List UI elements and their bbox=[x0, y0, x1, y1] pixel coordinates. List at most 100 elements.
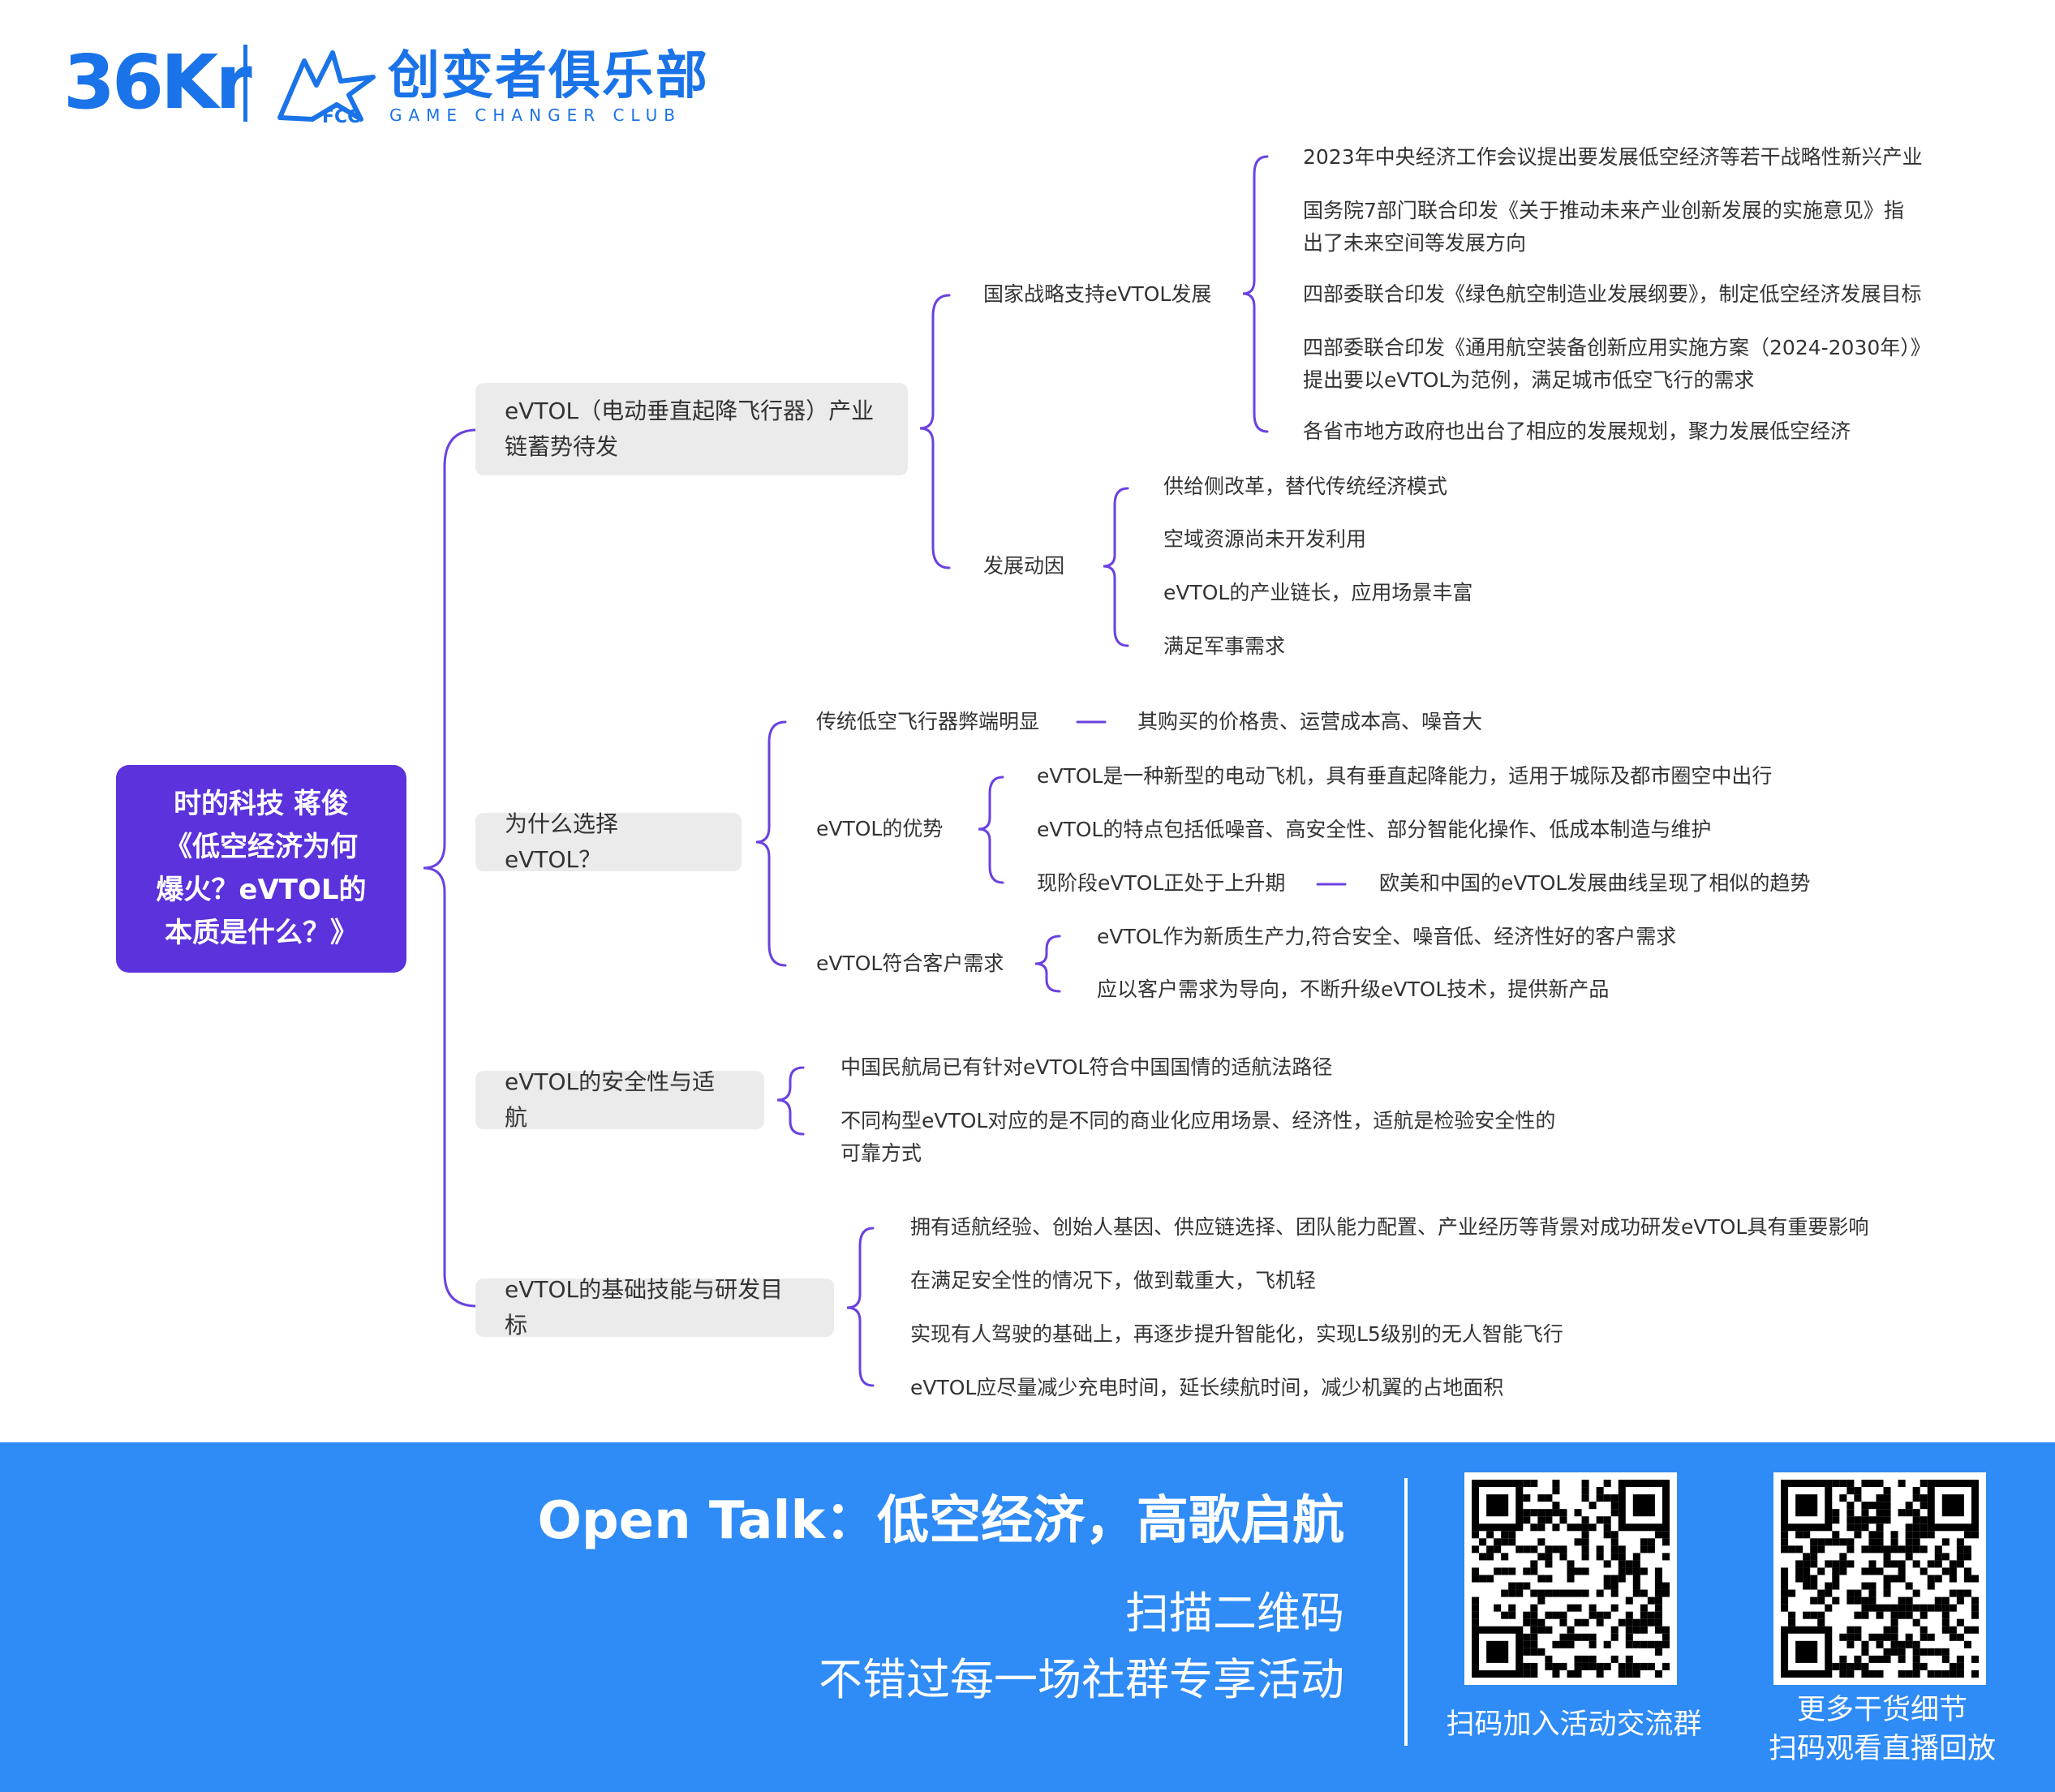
qr-module bbox=[1861, 1648, 1869, 1656]
36kr-logo: 36Kr bbox=[63, 39, 252, 126]
qr-module bbox=[1610, 1538, 1619, 1546]
root-line-2: 《低空经济为何 bbox=[164, 831, 358, 863]
qr-module bbox=[1596, 1487, 1604, 1495]
branch-label-line: eVTOL的基础技能与研发目标 bbox=[505, 1276, 784, 1339]
qr-module bbox=[1654, 1626, 1662, 1634]
qr-module bbox=[1781, 1596, 1789, 1605]
qr-module bbox=[1890, 1648, 1898, 1656]
qr-module bbox=[1876, 1502, 1884, 1510]
qr-module bbox=[1781, 1582, 1789, 1590]
qr-module bbox=[1839, 1494, 1847, 1502]
qr-module bbox=[1640, 1589, 1648, 1597]
qr-module bbox=[1486, 1531, 1494, 1539]
qr-module bbox=[1803, 1582, 1811, 1590]
qr-module bbox=[1589, 1633, 1597, 1641]
qr-module bbox=[1647, 1545, 1655, 1553]
qr-module bbox=[1963, 1567, 1971, 1575]
qr-module bbox=[1854, 1626, 1862, 1634]
qr-module bbox=[1941, 1670, 1950, 1678]
qr-module bbox=[1934, 1560, 1942, 1568]
qr-module bbox=[1472, 1545, 1480, 1553]
qr-module bbox=[1912, 1516, 1920, 1524]
qr-module bbox=[1610, 1626, 1619, 1634]
qr-module bbox=[1537, 1626, 1546, 1634]
qr-finder bbox=[1632, 1494, 1655, 1517]
qr-module bbox=[1552, 1523, 1560, 1532]
qr-module bbox=[1971, 1670, 1979, 1678]
qr-module bbox=[1839, 1633, 1847, 1641]
qr-module bbox=[1781, 1538, 1789, 1546]
qr-module bbox=[1479, 1575, 1487, 1583]
qr-module bbox=[1610, 1589, 1619, 1597]
qr-module bbox=[1654, 1531, 1662, 1539]
qr-module bbox=[1941, 1553, 1950, 1561]
qr-module bbox=[1647, 1538, 1655, 1546]
qr-module bbox=[1603, 1531, 1611, 1539]
qr-module bbox=[1963, 1575, 1971, 1583]
qr-module bbox=[1559, 1662, 1567, 1670]
qr-module bbox=[1890, 1604, 1898, 1612]
qr-module bbox=[1545, 1553, 1553, 1561]
qr-module bbox=[1567, 1670, 1575, 1678]
branch-rd-goals: eVTOL的基础技能与研发目标 bbox=[475, 1276, 834, 1339]
qr-module bbox=[1941, 1567, 1950, 1575]
qr-module bbox=[1662, 1662, 1670, 1670]
qr-module bbox=[1625, 1560, 1633, 1568]
qr-module bbox=[1632, 1589, 1640, 1597]
qr-module bbox=[1632, 1560, 1640, 1568]
qr-module bbox=[1898, 1670, 1906, 1678]
qr-module bbox=[1883, 1553, 1891, 1561]
qr-module bbox=[1905, 1545, 1913, 1553]
qr-module bbox=[1530, 1611, 1538, 1619]
leaf-advantage-3: 现阶段eVTOL正处于上升期 bbox=[1037, 871, 1286, 895]
qr-module bbox=[1876, 1545, 1884, 1553]
qr-module bbox=[1846, 1487, 1855, 1495]
qr-module bbox=[1567, 1626, 1575, 1634]
qr-module bbox=[1596, 1494, 1604, 1502]
qr-module bbox=[1530, 1509, 1538, 1517]
qr-module bbox=[1486, 1575, 1494, 1583]
qr-module bbox=[1596, 1516, 1604, 1524]
qr-module bbox=[1662, 1626, 1670, 1634]
qr-module bbox=[1941, 1538, 1950, 1546]
qr-module bbox=[1854, 1596, 1862, 1605]
qr-finder bbox=[1486, 1640, 1509, 1663]
qr-module bbox=[1508, 1531, 1516, 1539]
qr-module bbox=[1501, 1611, 1509, 1619]
qr-module bbox=[1523, 1509, 1531, 1517]
qr-module bbox=[1832, 1509, 1840, 1517]
qr-module bbox=[1846, 1545, 1855, 1553]
qr-module bbox=[1920, 1604, 1928, 1612]
leaf-safety-2: 不同构型eVTOL对应的是不同的商业化应用场景、经济性，适航是检验安全性的 可靠… bbox=[840, 1105, 1555, 1170]
qr-module bbox=[1788, 1618, 1796, 1627]
qr-module bbox=[1949, 1633, 1957, 1641]
qr-module bbox=[1632, 1618, 1640, 1627]
qr-module bbox=[1654, 1604, 1662, 1612]
qr-module bbox=[1545, 1494, 1553, 1502]
qr-module bbox=[1530, 1545, 1538, 1553]
qr-module bbox=[1515, 1545, 1524, 1553]
qr-code-group-icon[interactable] bbox=[1464, 1472, 1677, 1685]
qr-module bbox=[1876, 1480, 1884, 1488]
qr-module bbox=[1963, 1531, 1971, 1539]
qr-module bbox=[1832, 1538, 1840, 1546]
qr-module bbox=[1537, 1596, 1546, 1605]
qr-module bbox=[1817, 1567, 1825, 1575]
qr-module bbox=[1956, 1545, 1964, 1553]
qr-module bbox=[1640, 1640, 1648, 1648]
qr-module bbox=[1890, 1531, 1898, 1539]
qr-module bbox=[1581, 1494, 1589, 1502]
footer-banner bbox=[0, 1442, 2055, 1792]
qr-module bbox=[1567, 1633, 1575, 1641]
qr-module bbox=[1846, 1670, 1855, 1678]
qr-module bbox=[1523, 1648, 1531, 1656]
qr-module bbox=[1846, 1509, 1855, 1517]
qr-code-replay-icon[interactable] bbox=[1773, 1472, 1986, 1685]
qr-module bbox=[1795, 1545, 1803, 1553]
qr-module bbox=[1581, 1531, 1589, 1539]
qr-module bbox=[1956, 1560, 1964, 1568]
qr-module bbox=[1898, 1567, 1906, 1575]
qr-module bbox=[1941, 1626, 1950, 1634]
node-customer-needs: eVTOL符合客户需求 bbox=[816, 952, 1004, 975]
club-name-en: GAME CHANGER CLUB bbox=[389, 105, 681, 125]
